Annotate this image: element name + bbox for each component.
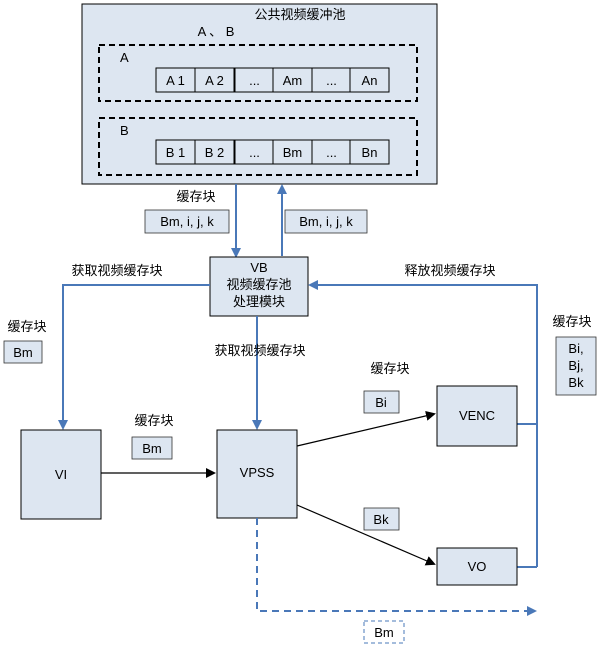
tag-bottom-bm-box — [363, 620, 405, 644]
venc-box — [436, 385, 518, 447]
vo-label: VO — [468, 559, 487, 574]
cell-b-4-label: Bm — [283, 145, 303, 160]
group-b-cells: B 1 B 2... Bm... Bn — [155, 139, 390, 165]
tag-down-box — [144, 209, 230, 234]
label-get-cache-center: 获取视频缓存块 — [214, 343, 305, 358]
vb-box — [209, 256, 309, 317]
tag-right-line2: Bj, — [568, 358, 583, 373]
label-cache-block-vi-vpss: 缓存块 — [134, 413, 173, 428]
group-a-border — [98, 44, 418, 102]
group-b-border — [98, 117, 418, 176]
cell-b-2-label: B 2 — [205, 145, 225, 160]
vb-line2: 视频缓存池 — [226, 277, 291, 292]
arrow-vpss-to-venc — [296, 410, 436, 447]
group-a-label: A — [120, 50, 129, 65]
arrow-vpss-release-dashed — [256, 518, 537, 616]
cell-a-6-label: An — [362, 73, 378, 88]
label-cache-block-venc: 缓存块 — [370, 361, 409, 376]
label-cache-block-top: 缓存块 — [176, 189, 215, 204]
label-cache-block-left: 缓存块 — [7, 319, 46, 334]
cell-a-1-label: A 1 — [166, 73, 185, 88]
tag-right-line3: Bk — [568, 375, 584, 390]
group-b-label: B — [120, 123, 129, 138]
tag-left-bm-text: Bm — [13, 345, 33, 360]
vb-module: VB 视频缓存池 处理模块 — [209, 256, 309, 317]
cell-a-3-box — [234, 67, 275, 93]
group-a: A A 1 A 2... Am... An — [98, 44, 418, 102]
label-cache-block-right: 缓存块 — [552, 314, 591, 329]
label-release-cache: 释放视频缓存块 — [404, 263, 495, 278]
vi-box — [20, 429, 102, 520]
cell-b-1-label: B 1 — [166, 145, 186, 160]
group-a-cells: A 1 A 2... Am... An — [155, 67, 390, 93]
cell-a-5-label: ... — [326, 73, 337, 88]
vpss-label: VPSS — [240, 465, 275, 480]
tag-up-text: Bm, i, j, k — [299, 214, 353, 229]
tag-vi-vpss-box — [131, 436, 173, 460]
cell-a-1-box — [155, 67, 196, 93]
cell-b-3-box — [234, 139, 275, 165]
cell-a-2-label: A 2 — [205, 73, 224, 88]
tag-bottom-bm-text: Bm — [374, 625, 394, 640]
cell-a-4-label: Am — [283, 73, 303, 88]
vb-line1: VB — [250, 260, 267, 275]
tag-bk-box — [363, 507, 400, 531]
tag-bk-text: Bk — [373, 512, 389, 527]
cell-a-4-box — [272, 67, 313, 93]
tag-bi-box — [363, 390, 400, 414]
cell-a-3-label: ... — [249, 73, 260, 88]
tag-right-box — [555, 336, 597, 396]
tag-vi-vpss-text: Bm — [142, 441, 162, 456]
cell-a-6-box — [349, 67, 390, 93]
venc-label: VENC — [459, 408, 495, 423]
pool-subtitle: A 、 B — [198, 24, 235, 39]
vo-box — [436, 547, 518, 586]
label-get-cache-left: 获取视频缓存块 — [71, 263, 162, 278]
tag-right-line1: Bi, — [568, 341, 583, 356]
cell-b-6-box — [349, 139, 390, 165]
tag-left-bm-box — [3, 340, 43, 364]
cell-a-2-box — [194, 67, 235, 93]
arrow-vpss-to-vo — [296, 504, 436, 566]
cell-b-1-box — [155, 139, 196, 165]
cell-a-5-box — [311, 67, 352, 93]
arrow-vb-to-vi — [58, 284, 210, 430]
tag-bi-text: Bi — [375, 395, 387, 410]
vi-label: VI — [55, 467, 67, 482]
cell-b-6-label: Bn — [362, 145, 378, 160]
cell-b-5-box — [311, 139, 352, 165]
cell-b-3-label: ... — [249, 145, 260, 160]
vb-line3: 处理模块 — [233, 294, 285, 309]
arrow-release-to-vb — [308, 280, 538, 425]
tag-down-text: Bm, i, j, k — [160, 214, 214, 229]
pool-title: 公共视频缓冲池 — [254, 7, 345, 22]
cell-b-2-box — [194, 139, 235, 165]
cell-b-5-label: ... — [326, 145, 337, 160]
group-b: B B 1 B 2... Bm... Bn — [98, 117, 418, 176]
tag-up-box — [284, 209, 368, 234]
